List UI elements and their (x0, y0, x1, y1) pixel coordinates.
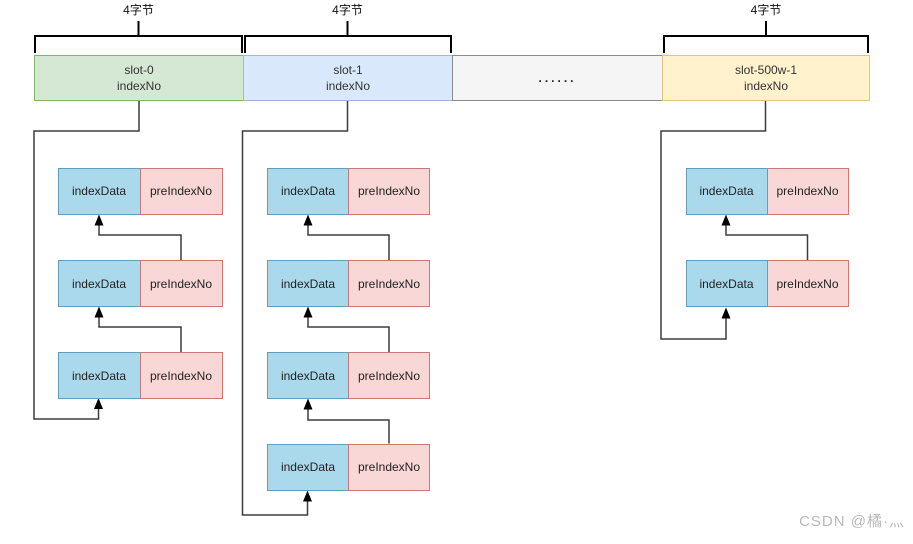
index-entry-box: indexData preIndexNo (267, 260, 430, 307)
pre-index-no-cell: preIndexNo (348, 352, 430, 399)
arrowhead (94, 214, 104, 226)
arrowhead (94, 398, 103, 409)
arrowhead (94, 306, 104, 318)
index-entry-box: indexData preIndexNo (57, 352, 223, 399)
slot-ellipsis-cell: ...... (452, 55, 663, 101)
slot-1-cell: slot-1 indexNo (243, 55, 453, 101)
index-entry-box: indexData preIndexNo (267, 167, 430, 215)
index-entry-box: indexData preIndexNo (267, 443, 430, 491)
index-data-cell: indexData (267, 260, 349, 307)
pre-index-no-cell: preIndexNo (139, 352, 223, 399)
slot-1-loop-line (241, 101, 349, 516)
index-entry-box: indexData preIndexNo (685, 260, 849, 307)
byte-bracket-slot-1 (244, 21, 452, 53)
index-entry-box: indexData preIndexNo (685, 167, 849, 215)
slot-1-field: indexNo (325, 79, 371, 93)
arrowhead (303, 490, 312, 502)
slot-1-links (307, 225, 390, 444)
slot-0-name: slot-0 (124, 63, 154, 77)
byte-size-label: 4字节 (750, 3, 782, 17)
slot-500w-1-loop-line (660, 101, 767, 340)
arrowhead (721, 307, 731, 319)
slot-0-links (98, 225, 182, 352)
index-data-cell: indexData (57, 260, 141, 307)
slot-1-name: slot-1 (333, 63, 363, 77)
byte-bracket-slot-500w-1 (663, 21, 869, 53)
arrowhead (303, 398, 313, 410)
arrowhead (721, 214, 731, 226)
index-data-cell: indexData (267, 167, 349, 215)
csdn-watermark: CSDN @橘·灬 (799, 513, 905, 530)
index-data-cell: indexData (685, 260, 768, 307)
pre-index-no-cell: preIndexNo (348, 260, 430, 307)
byte-bracket-slot-0 (34, 21, 243, 53)
arrowhead (303, 214, 313, 226)
byte-size-label: 4字节 (332, 3, 363, 17)
index-entry-box: indexData preIndexNo (57, 167, 223, 215)
byte-size-label: 4字节 (123, 3, 154, 17)
slot-0-field: indexNo (116, 79, 162, 93)
index-data-cell: indexData (685, 167, 768, 215)
index-data-cell: indexData (57, 167, 141, 215)
slot-0-loop-line (33, 101, 140, 420)
slot-0-cell: slot-0 indexNo (34, 55, 244, 101)
slot-500w-1-cell: slot-500w-1 indexNo (662, 55, 870, 101)
arrowhead (303, 306, 313, 318)
pre-index-no-cell: preIndexNo (139, 260, 223, 307)
index-entry-box: indexData preIndexNo (267, 352, 430, 399)
index-data-cell: indexData (57, 352, 141, 399)
pre-index-no-cell: preIndexNo (139, 167, 223, 215)
slot-500w-1-field: indexNo (743, 79, 789, 93)
index-entry-box: indexData preIndexNo (57, 260, 223, 307)
pre-index-no-cell: preIndexNo (766, 167, 849, 215)
slot-500w-1-name: slot-500w-1 (734, 63, 798, 77)
pre-index-no-cell: preIndexNo (348, 167, 430, 215)
ellipsis-label: ...... (538, 71, 577, 85)
index-data-cell: indexData (267, 352, 349, 399)
pre-index-no-cell: preIndexNo (766, 260, 849, 307)
pre-index-no-cell: preIndexNo (348, 443, 430, 491)
index-data-cell: indexData (267, 443, 349, 491)
slot-500w-1-links (725, 225, 809, 260)
